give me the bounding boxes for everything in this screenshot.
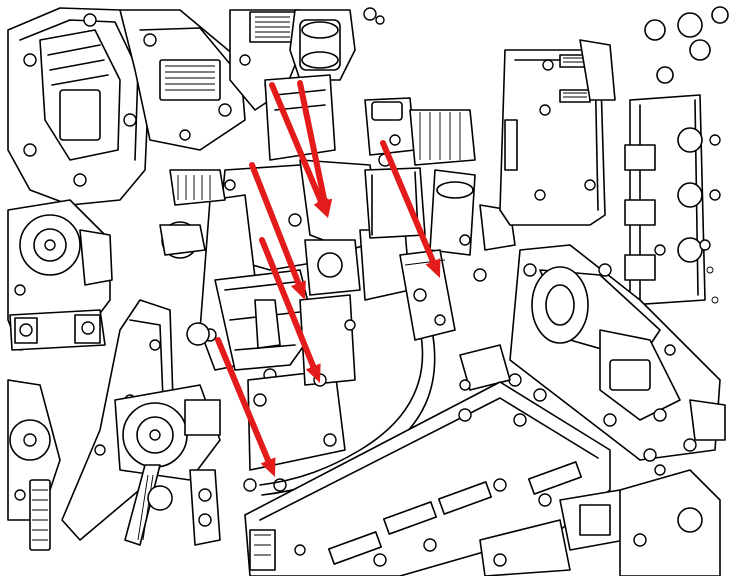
solenoid-bracket-right [364, 97, 516, 282]
red-arrow-shaft-3 [259, 237, 317, 370]
red-arrow-shaft-1 [269, 82, 325, 205]
bottom-main-plate [244, 381, 721, 576]
red-arrows-layer [215, 80, 441, 477]
solenoid-top [264, 7, 385, 161]
left-motor-assembly [7, 199, 113, 351]
red-arrow-head-4 [425, 258, 441, 278]
red-arrow-shaft-2 [249, 162, 302, 287]
left-strip-gear-assembly [61, 299, 221, 546]
left-edge-parts [7, 379, 61, 551]
red-arrow-shaft-6 [297, 80, 328, 204]
red-arrow-shaft-4 [380, 140, 436, 265]
red-arrow-head-2 [290, 280, 306, 300]
right-sensor-column [624, 6, 729, 306]
red-arrow-head-3 [305, 363, 321, 383]
red-arrow-head-6 [316, 198, 333, 218]
red-arrow-head-5 [260, 457, 276, 477]
red-arrow-shaft-5 [215, 337, 272, 464]
top-right-pcb-board [499, 39, 616, 226]
top-left-bracket-assembly [7, 7, 306, 206]
central-frame-assembly [159, 159, 426, 492]
right-motor-block [459, 244, 726, 462]
